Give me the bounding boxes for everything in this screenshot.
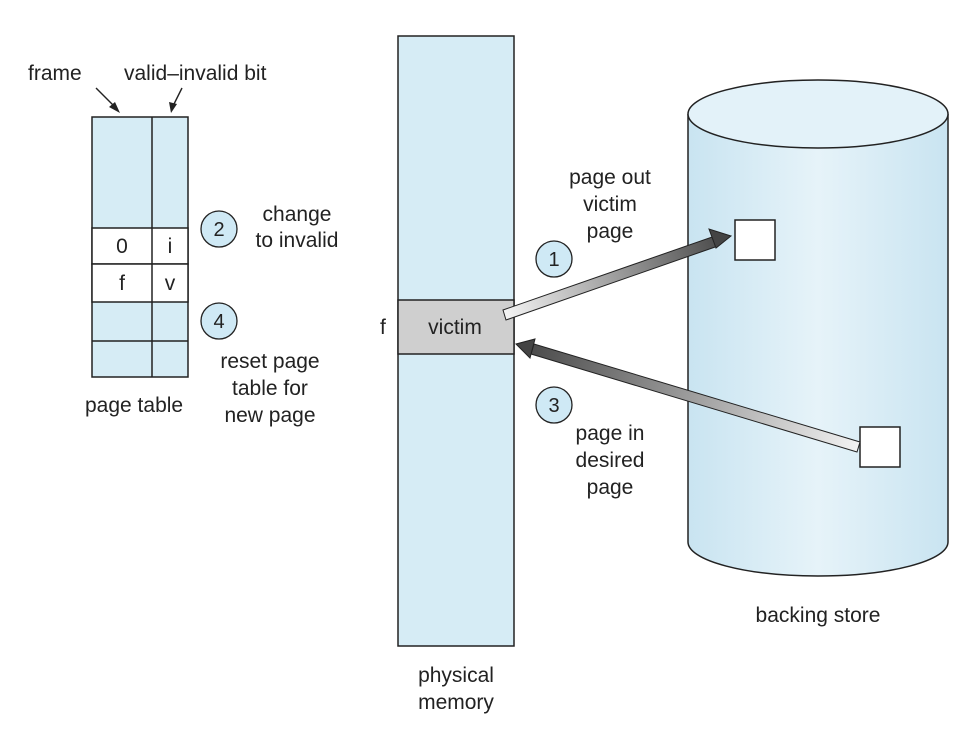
step-2-label-line-1: change <box>263 203 332 226</box>
page-table-bit-cell-0: i <box>168 235 173 258</box>
backing-store-caption: backing store <box>756 604 881 627</box>
page-table-frame-cell-0: 0 <box>116 235 128 258</box>
step-1-number: 1 <box>548 249 559 271</box>
step-4: 4 reset page table for new page <box>200 302 320 427</box>
step-1-label-line-2: victim <box>583 193 637 216</box>
step-4-label-line-2: table for <box>232 377 308 400</box>
step-3-label-line-2: desired <box>576 449 645 472</box>
page-in-arrow-head <box>515 338 536 359</box>
victim-label: victim <box>428 316 482 339</box>
page-table: 0 i f v frame valid–invalid bit page tab… <box>28 62 267 417</box>
step-3: 3 page in desired page <box>535 386 645 499</box>
page-out-arrow-shaft <box>502 235 719 321</box>
backing-store: backing store <box>687 79 949 627</box>
step-2-number: 2 <box>213 219 224 241</box>
step-2: 2 change to invalid <box>200 203 339 252</box>
frame-label: frame <box>28 62 82 85</box>
physical-memory-caption-line-1: physical <box>418 664 494 687</box>
desired-page-on-disk <box>859 426 901 468</box>
step-4-circle <box>200 302 238 340</box>
frame-pointer-arrowhead <box>109 102 120 113</box>
page-table-row-invalid <box>91 227 189 265</box>
step-1-label-line-1: page out <box>569 166 651 189</box>
page-table-caption: page table <box>85 394 183 417</box>
physical-memory: victim f physical memory <box>380 35 515 714</box>
page-table-frame-cell-1: f <box>119 272 125 295</box>
step-4-number: 4 <box>213 311 224 333</box>
backing-store-cylinder-body <box>687 114 949 577</box>
page-out-arrow <box>502 228 733 321</box>
victim-frame <box>397 299 515 355</box>
step-2-circle <box>200 210 238 248</box>
valid-bit-pointer-arrow <box>172 87 183 107</box>
valid-invalid-bit-label: valid–invalid bit <box>124 62 267 85</box>
step-1-label-line-3: page <box>587 220 634 243</box>
valid-bit-pointer-arrowhead <box>169 102 177 113</box>
backing-store-cylinder-top <box>687 79 949 149</box>
victim-page-on-disk <box>734 219 776 261</box>
page-table-row-valid <box>91 263 189 303</box>
page-out-arrow-head <box>708 228 733 249</box>
step-2-label-line-2: to invalid <box>256 229 339 252</box>
step-3-circle <box>535 386 573 424</box>
frame-marker-f: f <box>380 316 386 339</box>
step-3-label-line-1: page in <box>576 422 645 445</box>
step-3-label-line-3: page <box>587 476 634 499</box>
step-3-number: 3 <box>548 395 559 417</box>
step-4-label-line-1: reset page <box>220 350 319 373</box>
step-1: 1 page out victim page <box>535 166 651 278</box>
step-1-circle <box>535 240 573 278</box>
page-in-arrow <box>515 338 861 453</box>
page-table-bit-cell-1: v <box>165 272 176 295</box>
physical-memory-caption-line-2: memory <box>418 691 494 714</box>
step-4-label-line-3: new page <box>224 404 315 427</box>
